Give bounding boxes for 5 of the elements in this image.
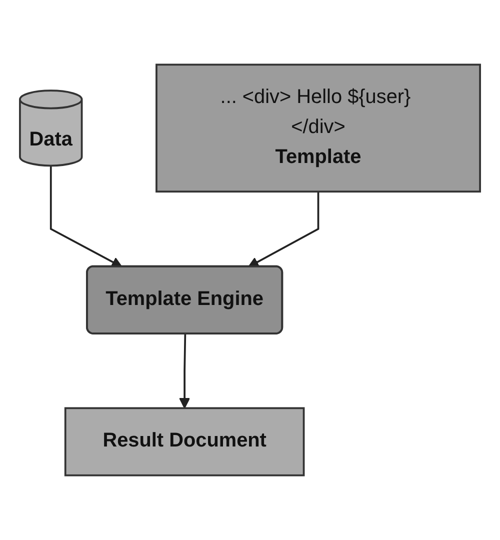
arrow (179, 334, 190, 409)
arrow (248, 192, 320, 268)
node-box: ... <div> Hello ${user} </div> Template (156, 64, 481, 193)
node-box: Result Document (64, 407, 305, 476)
arrow (50, 166, 122, 268)
